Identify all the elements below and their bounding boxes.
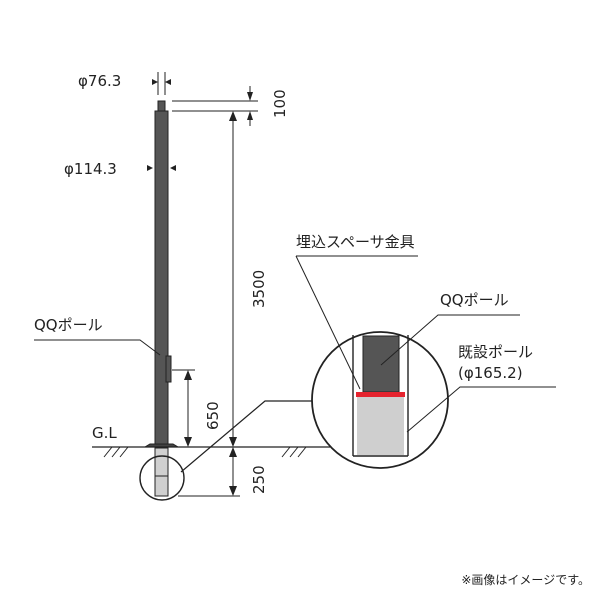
dia-top-arrows xyxy=(152,72,171,95)
dim-lower-value: 650 xyxy=(204,401,222,430)
pole-top-section xyxy=(157,100,166,112)
dim-embed-depth xyxy=(178,447,240,497)
dim-top-value: 100 xyxy=(271,89,289,118)
detail-concrete xyxy=(357,397,404,455)
existing-pole-leader xyxy=(406,386,556,433)
spacer-label: 埋込スペーサ金具 xyxy=(296,233,415,251)
detail-qq-pole xyxy=(362,335,400,393)
dim-lower-section xyxy=(172,369,195,447)
detail-spacer xyxy=(356,392,405,397)
image-note: ※画像はイメージです。 xyxy=(461,573,590,587)
qq-pole-left-leader xyxy=(34,339,161,356)
pole-clamp xyxy=(165,355,172,383)
qq-pole-left-label: QQポール xyxy=(34,316,103,334)
pole-foundation xyxy=(154,447,169,477)
dim-embed-value: 250 xyxy=(250,465,268,494)
foundation-fill xyxy=(154,475,169,497)
existing-pole-dia-label: (φ165.2) xyxy=(458,364,523,382)
detail-view xyxy=(311,331,449,469)
dim-total-height xyxy=(229,111,237,447)
dia-main-arrows xyxy=(147,165,176,171)
dia-top-label: φ76.3 xyxy=(78,72,121,90)
ground-level-label: G.L xyxy=(92,424,117,442)
ground-line xyxy=(92,446,330,458)
detail-connector xyxy=(180,400,320,473)
pole xyxy=(139,100,185,501)
qq-pole-detail-label: QQポール xyxy=(440,291,509,309)
pole-shaft xyxy=(154,110,169,445)
detail-callout-circle xyxy=(139,455,185,501)
dim-total-value: 3500 xyxy=(250,270,268,308)
spacer-leader-diag xyxy=(295,255,361,390)
existing-pole-label: 既設ポール xyxy=(458,343,533,361)
dia-main-label: φ114.3 xyxy=(64,160,117,178)
dim-top-100 xyxy=(172,86,258,126)
qq-pole-detail-leader xyxy=(380,314,520,366)
